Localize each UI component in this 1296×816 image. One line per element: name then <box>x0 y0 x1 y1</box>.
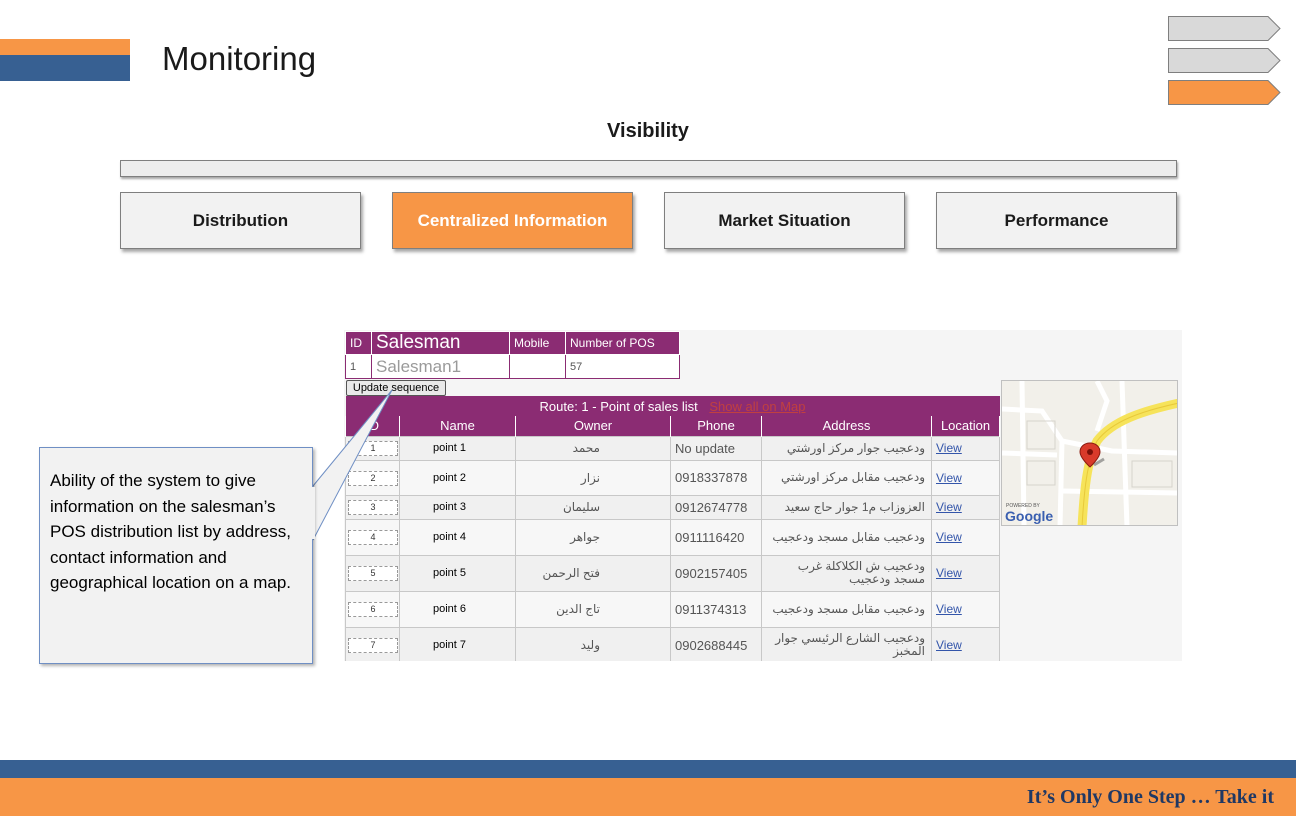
sequence-input[interactable]: 4 <box>348 530 398 545</box>
point-owner: تاج الدين <box>515 590 671 628</box>
view-location-link[interactable]: View <box>936 638 962 652</box>
point-phone: 0911374313 <box>670 590 762 628</box>
map-graphic: POWERED BY Google <box>1002 381 1177 525</box>
table-row: 4 point 4 جواهر 0911116420 ودعجيب مقابل … <box>345 518 1001 556</box>
point-address: ودعجيب مقابل مسجد ودعجيب <box>761 590 932 628</box>
salesman-col-mobile: Mobile <box>509 331 566 355</box>
table-row: 1 point 1 محمد No update ودعجيب جوار مرك… <box>345 435 1001 461</box>
point-phone: 0902688445 <box>670 626 762 661</box>
route-col-location: Location <box>930 416 1001 436</box>
salesman-id: 1 <box>345 354 372 379</box>
footer-bar-orange <box>0 778 1296 816</box>
route-title: Route: 1 - Point of sales list <box>539 398 698 414</box>
section-title: Visibility <box>607 120 689 142</box>
callout-joint-cover <box>310 487 315 539</box>
table-row: 2 point 2 نزار 0918337878 ودعجيب مقابل م… <box>345 459 1001 496</box>
step-indicator <box>1168 16 1282 112</box>
view-location-link[interactable]: View <box>936 602 962 616</box>
location-map[interactable]: POWERED BY Google <box>1001 380 1178 526</box>
point-owner: سليمان <box>515 494 671 520</box>
salesman-col-pos: Number of POS <box>565 331 680 355</box>
google-logo: Google <box>1005 508 1053 524</box>
point-phone: 0902157405 <box>670 554 762 592</box>
route-table: Route: 1 - Point of sales list Show all … <box>345 396 1001 661</box>
salesman-col-name: Salesman <box>371 331 510 355</box>
view-location-link[interactable]: View <box>936 530 962 544</box>
point-address: ودعجيب ش الكلاكلة غرب مسجد ودعجيب <box>761 554 932 592</box>
point-name: point 1 <box>399 435 516 461</box>
tab-distribution[interactable]: Distribution <box>120 192 361 249</box>
tab-centralized-information[interactable]: Centralized Information <box>392 192 633 249</box>
update-sequence-button[interactable]: Update sequence <box>346 380 446 396</box>
route-col-id: ID <box>345 416 400 436</box>
step-arrow-3-active <box>1168 80 1282 105</box>
step-arrow-1 <box>1168 16 1282 41</box>
footer-bar-blue <box>0 760 1296 778</box>
category-tabs: Distribution Centralized Information Mar… <box>120 192 1177 249</box>
step-arrow-2 <box>1168 48 1282 73</box>
visibility-bar <box>120 160 1177 177</box>
point-address: ودعجيب الشارع الرئيسي جوار المخبز <box>761 626 932 661</box>
route-title-bar: Route: 1 - Point of sales list Show all … <box>345 396 1000 416</box>
point-phone: 0918337878 <box>670 459 762 496</box>
point-owner: محمد <box>515 435 671 461</box>
table-row: 5 point 5 فتح الرحمن 0902157405 ودعجيب ش… <box>345 554 1001 592</box>
point-name: point 6 <box>399 590 516 628</box>
point-owner: جواهر <box>515 518 671 556</box>
show-all-on-map-link[interactable]: Show all on Map <box>709 398 806 414</box>
header-accent-blue <box>0 55 130 81</box>
table-row: 7 point 7 وليد 0902688445 ودعجيب الشارع … <box>345 626 1001 661</box>
point-owner: وليد <box>515 626 671 661</box>
route-col-phone: Phone <box>670 416 762 436</box>
salesman-pos-count: 57 <box>565 354 680 379</box>
header-accent-orange <box>0 39 130 55</box>
page-title: Monitoring <box>162 40 317 77</box>
powered-by-text: POWERED BY <box>1006 503 1041 509</box>
application-screenshot-panel: ID Salesman Mobile Number of POS 1 Sales… <box>344 330 1182 661</box>
table-row: 3 point 3 سليمان 0912674778 العزوزاب م1 … <box>345 494 1001 520</box>
point-name: point 4 <box>399 518 516 556</box>
view-location-link[interactable]: View <box>936 470 962 485</box>
point-name: point 7 <box>399 626 516 661</box>
sequence-input[interactable]: 5 <box>348 566 398 581</box>
salesman-table: ID Salesman Mobile Number of POS 1 Sales… <box>345 331 680 379</box>
point-name: point 2 <box>399 459 516 496</box>
point-phone: 0911116420 <box>670 518 762 556</box>
route-col-owner: Owner <box>515 416 671 436</box>
view-location-link[interactable]: View <box>936 500 962 514</box>
sequence-input[interactable]: 6 <box>348 602 398 617</box>
salesman-mobile <box>509 354 566 379</box>
footer-tagline: It’s Only One Step … Take it <box>1026 786 1274 808</box>
point-phone: No update <box>670 435 762 461</box>
view-location-link[interactable]: View <box>936 566 962 580</box>
point-address: ودعجيب مقابل مسجد ودعجيب <box>761 518 932 556</box>
route-col-name: Name <box>399 416 516 436</box>
point-owner: فتح الرحمن <box>515 554 671 592</box>
point-address: ودعجيب مقابل مركز اورشتي <box>761 459 932 496</box>
tab-performance[interactable]: Performance <box>936 192 1177 249</box>
point-address: العزوزاب م1 جوار حاج سعيد <box>761 494 932 520</box>
view-location-link[interactable]: View <box>936 441 962 455</box>
salesman-col-id: ID <box>345 331 372 355</box>
point-address: ودعجيب جوار مركز اورشتي <box>761 435 932 461</box>
table-row: 6 point 6 تاج الدين 0911374313 ودعجيب مق… <box>345 590 1001 628</box>
point-owner: نزار <box>515 459 671 496</box>
map-pin-icon <box>1079 442 1105 468</box>
point-name: point 5 <box>399 554 516 592</box>
sequence-input[interactable]: 2 <box>348 470 398 486</box>
sequence-input[interactable]: 1 <box>348 441 398 456</box>
salesman-name: Salesman1 <box>371 354 510 379</box>
callout-box: Ability of the system to give informatio… <box>39 447 313 664</box>
tab-market-situation[interactable]: Market Situation <box>664 192 905 249</box>
point-phone: 0912674778 <box>670 494 762 520</box>
sequence-input[interactable]: 7 <box>348 638 398 653</box>
sequence-input[interactable]: 3 <box>348 500 398 515</box>
point-name: point 3 <box>399 494 516 520</box>
route-col-address: Address <box>761 416 932 436</box>
